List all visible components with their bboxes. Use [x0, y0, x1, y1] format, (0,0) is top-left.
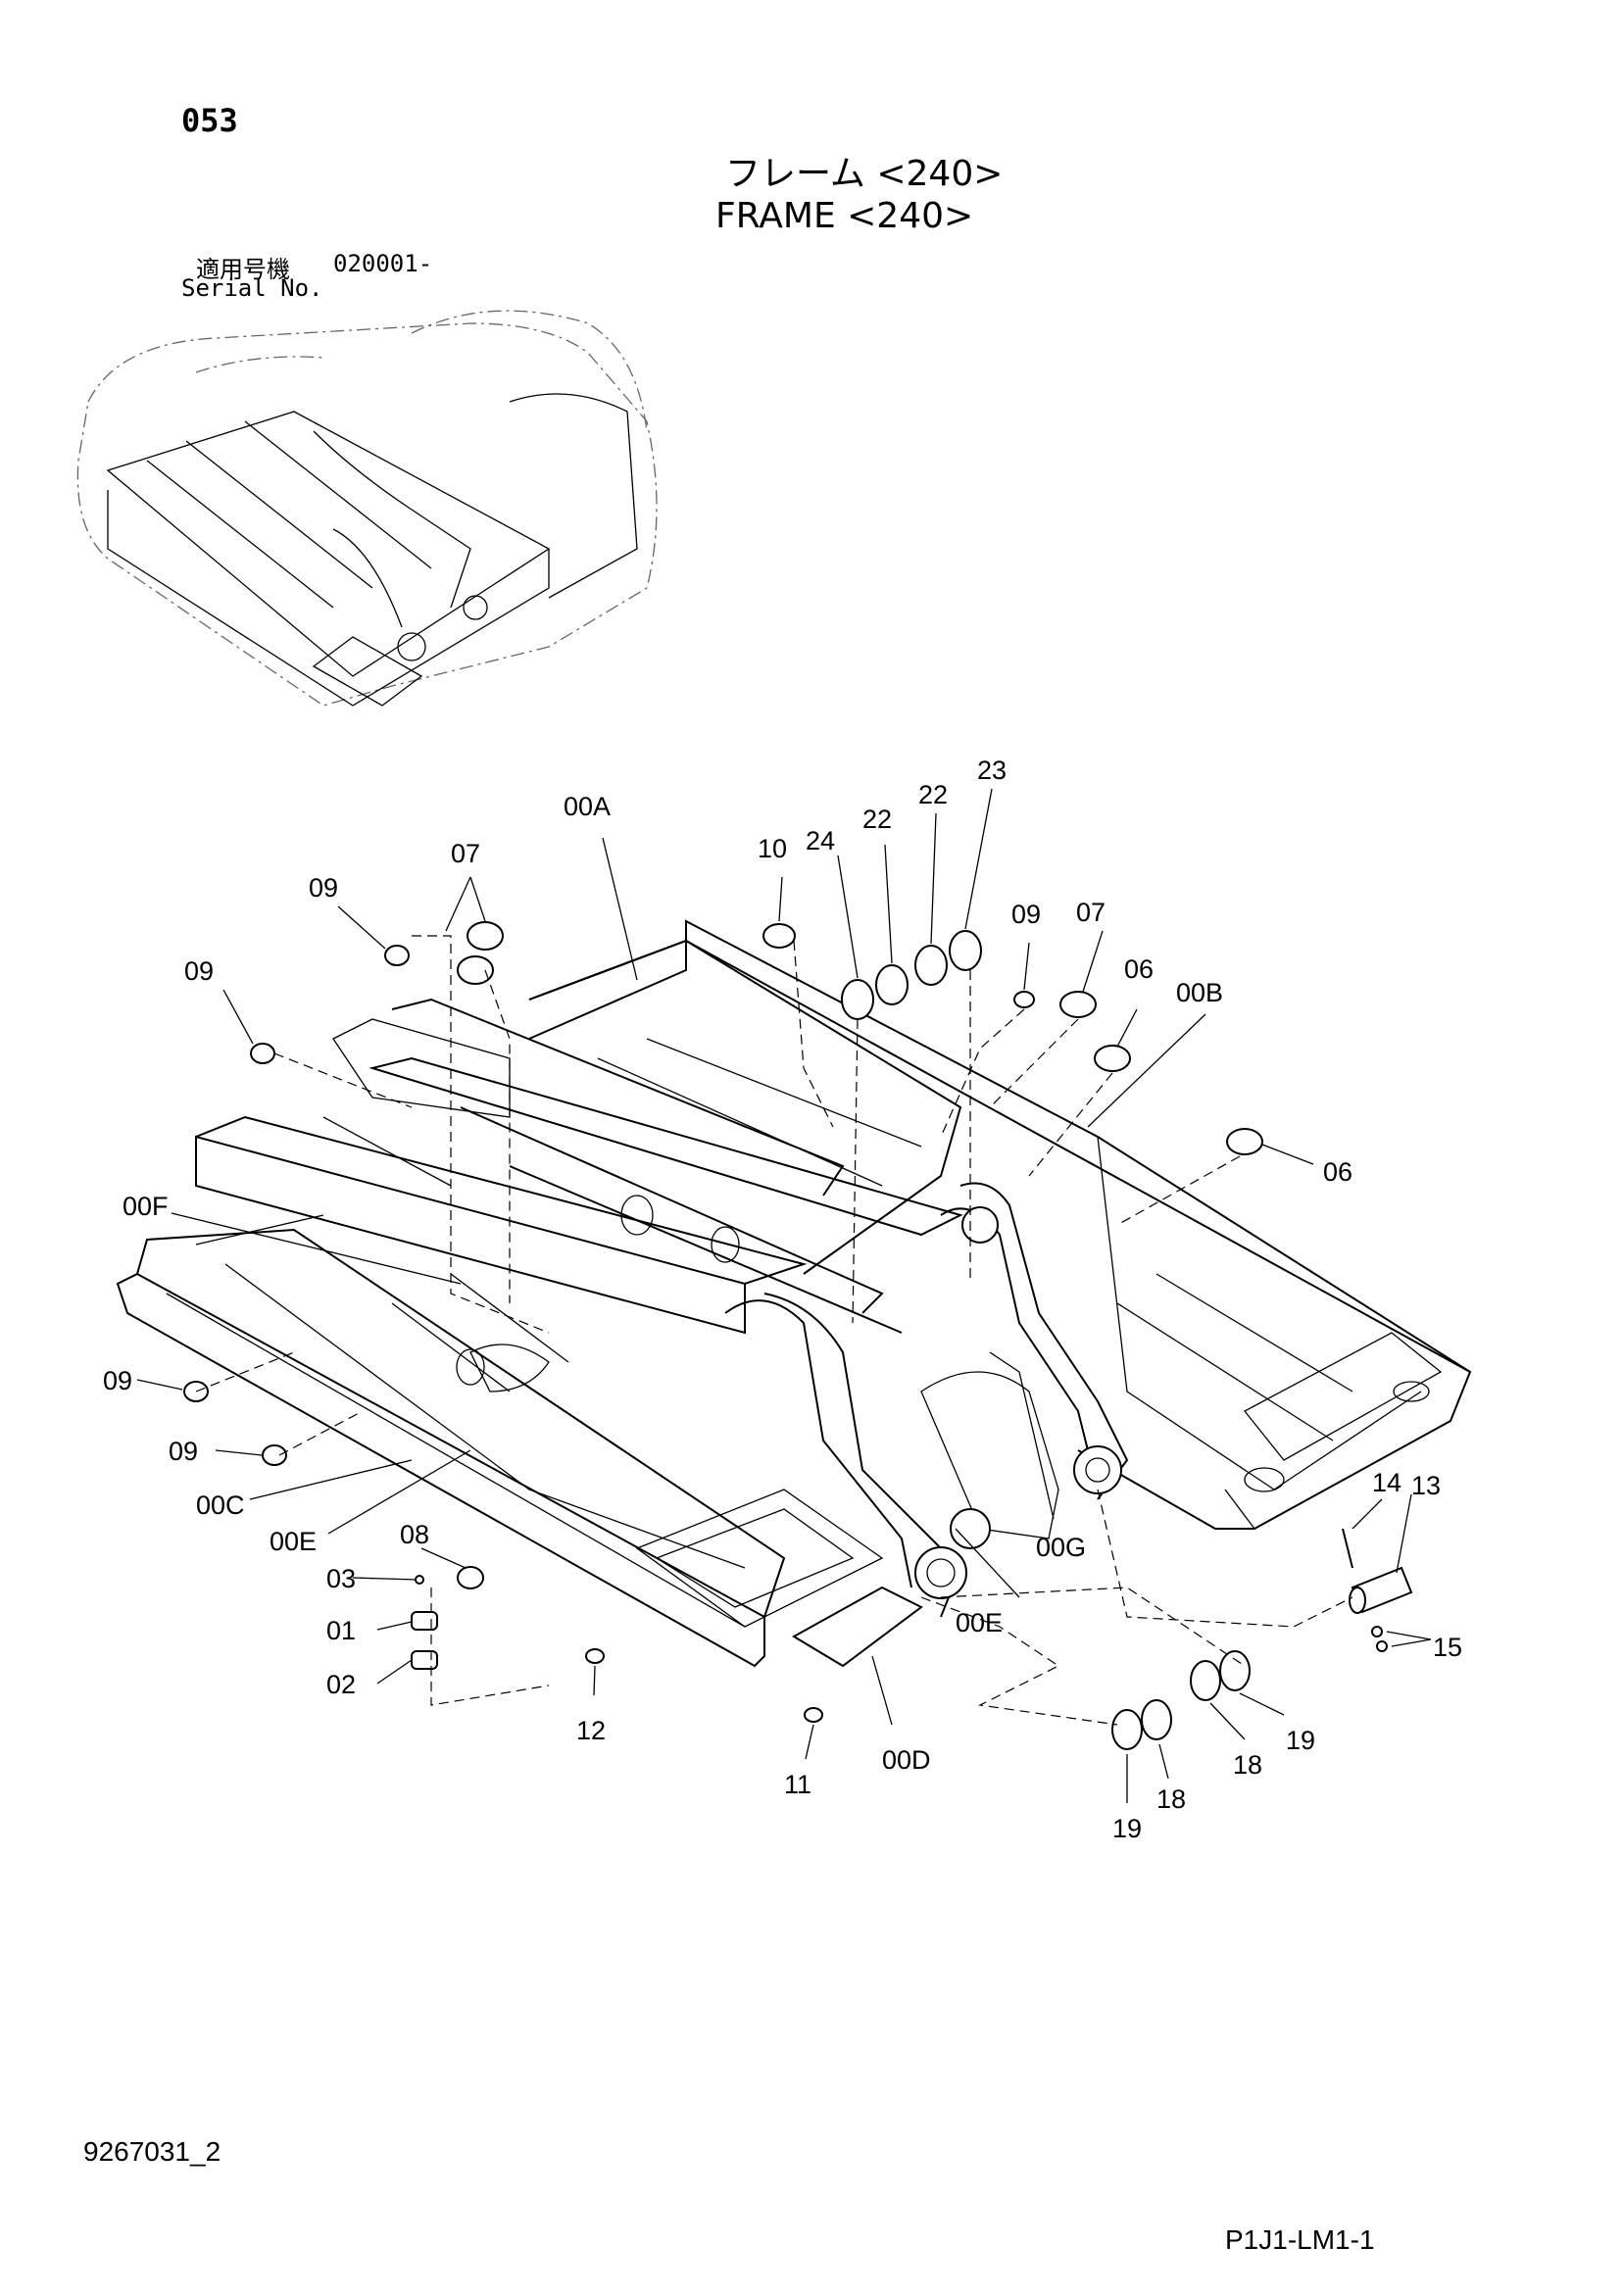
callout-22-b: 22: [918, 780, 948, 809]
callout-00F: 00F: [123, 1192, 169, 1221]
bushing-09-d: [262, 1444, 287, 1466]
shim-24: [841, 979, 874, 1020]
seal-10: [762, 923, 796, 949]
callout-09-e: 09: [1011, 900, 1041, 929]
bushing-09-a: [384, 945, 410, 966]
document-number: 9267031_2: [83, 2136, 221, 2167]
callout-12: 12: [576, 1716, 606, 1745]
title-english: FRAME <240>: [715, 196, 974, 236]
seal-06-a: [1094, 1045, 1131, 1072]
step-plate: [792, 1586, 923, 1668]
upper-deck: [528, 939, 962, 1275]
callout-00C: 00C: [196, 1490, 245, 1520]
callout-00D: 00D: [882, 1745, 931, 1775]
callout-18-a: 18: [1156, 1784, 1186, 1814]
plug-12: [585, 1648, 605, 1664]
callout-00A: 00A: [564, 792, 611, 821]
callout-23: 23: [977, 756, 1007, 785]
callout-00B: 00B: [1176, 978, 1223, 1007]
callout-13: 13: [1411, 1471, 1441, 1500]
page-code: P1J1-LM1-1: [1225, 2224, 1375, 2255]
shim-22-a: [875, 964, 909, 1005]
left-side-deck: [116, 1272, 765, 1668]
beam-left: [195, 1135, 746, 1335]
leader-lines: [136, 788, 1432, 1803]
callout-18-b: 18: [1233, 1750, 1262, 1780]
part-02: [411, 1650, 438, 1670]
callout-09-c: 09: [103, 1366, 132, 1395]
callout-09-a: 09: [309, 873, 338, 903]
machine-overview-thumbnail: [76, 310, 658, 707]
callout-24: 24: [806, 826, 835, 855]
callout-19-b: 19: [1286, 1726, 1315, 1755]
shim-19-b: [1219, 1650, 1251, 1691]
pin-boss-right: [1073, 1445, 1122, 1494]
callout-14: 14: [1372, 1468, 1401, 1497]
main-frame-drawing: [116, 919, 1472, 1750]
page-number: 053: [181, 102, 238, 139]
title-japanese: フレーム <240>: [725, 154, 1004, 194]
callout-02: 02: [326, 1670, 356, 1699]
shim-23: [949, 930, 982, 971]
callout-03: 03: [326, 1564, 356, 1593]
seal-06-b: [1226, 1128, 1263, 1155]
part-03: [415, 1575, 424, 1585]
callout-00G: 00G: [1036, 1533, 1086, 1562]
callout-06-a: 06: [1124, 954, 1154, 984]
pin-boss-left: [914, 1546, 967, 1599]
plug-11: [804, 1707, 823, 1723]
callout-00E-right: 00E: [956, 1608, 1003, 1637]
seal-07-b: [1059, 991, 1097, 1018]
bushing-09-b: [250, 1043, 275, 1064]
callout-15: 15: [1433, 1633, 1462, 1662]
boom-upright-left: [763, 1293, 962, 1618]
shim-19-a: [1111, 1709, 1143, 1750]
seal-07-a-1: [467, 921, 504, 951]
boom-bracket-plate: [920, 1371, 1059, 1539]
callout-07-a: 07: [451, 839, 480, 868]
callout-07-b: 07: [1076, 898, 1106, 927]
callout-labels: 00A 00B 00C 00D 00E 00E 00F 00G 01 02 03…: [103, 756, 1462, 1843]
callout-22-a: 22: [862, 805, 892, 834]
callout-09-b: 09: [184, 956, 214, 986]
shim-22-b: [914, 945, 948, 986]
callout-10: 10: [758, 834, 787, 863]
serial-label-english: Serial No.: [181, 274, 323, 302]
shim-18-b: [1190, 1660, 1221, 1701]
callout-06-b: 06: [1323, 1157, 1352, 1187]
callout-00E-left: 00E: [270, 1527, 317, 1556]
callout-11: 11: [784, 1770, 811, 1799]
callout-08: 08: [400, 1520, 429, 1549]
seal-07-a-2: [457, 955, 494, 985]
seal-08: [457, 1566, 484, 1589]
serial-label-japanese: 適用号機: [196, 256, 290, 283]
bushing-09-e: [1013, 991, 1035, 1008]
callout-19-a: 19: [1112, 1814, 1142, 1843]
callout-01: 01: [326, 1616, 356, 1645]
callout-09-d: 09: [169, 1437, 198, 1466]
shim-18-a: [1141, 1699, 1172, 1740]
serial-value: 020001-: [333, 250, 433, 277]
part-01: [411, 1611, 438, 1631]
